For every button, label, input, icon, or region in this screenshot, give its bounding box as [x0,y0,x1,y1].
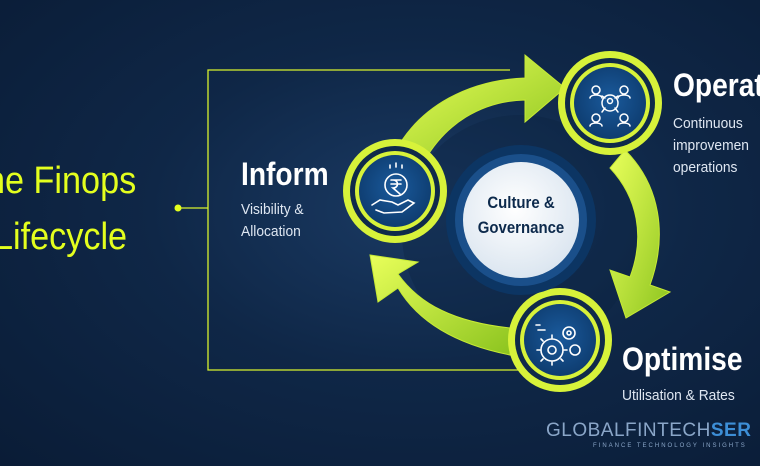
stage-inform-desc-line1: Visibility & [241,201,304,218]
stage-operate-desc-line1: Continuous [673,115,743,132]
stage-operate-title: Operat [673,67,760,103]
diagram-title-line1: he Finops [0,160,137,202]
brand-logo: GLOBALFINTECHSER [546,420,751,442]
node-optimise [508,288,612,392]
brand-tagline: FINANCE TECHNOLOGY INSIGHTS [593,443,747,449]
diagram-title-line2: Lifecycle [0,216,128,258]
node-center [446,145,596,295]
arrow-optimise-to-inform [369,254,511,356]
node-inform [343,139,447,243]
gears-icon [535,324,581,366]
stage-operate-desc-line3: operations [673,159,738,176]
stage-inform-desc-line2: Allocation [241,223,301,240]
center-label-line1: Culture & [487,193,555,212]
brand-logo-part1: GLOBALFINTECH [546,420,711,441]
arrow-operate-to-optimise [609,149,672,319]
stage-inform-desc: Visibility & Allocation [241,199,304,243]
stage-optimise-title: Optimise [622,341,743,377]
team-network-icon [589,85,631,127]
rupee-coin-hand-icon [371,162,416,214]
center-label: Culture & Governance [473,190,568,240]
stage-inform-title: Inform [241,156,329,192]
cycle-arrows [369,53,672,356]
stage-operate-desc-line2: improvemen [673,137,749,154]
brand-logo-part2: SER [710,420,752,441]
connector-dot [174,204,182,212]
stage-optimise-desc: Utilisation & Rates [622,387,735,404]
stage-operate-desc: Continuous improvemen operations [673,113,749,179]
title-connector [180,69,520,371]
center-label-line2: Governance [477,218,565,237]
